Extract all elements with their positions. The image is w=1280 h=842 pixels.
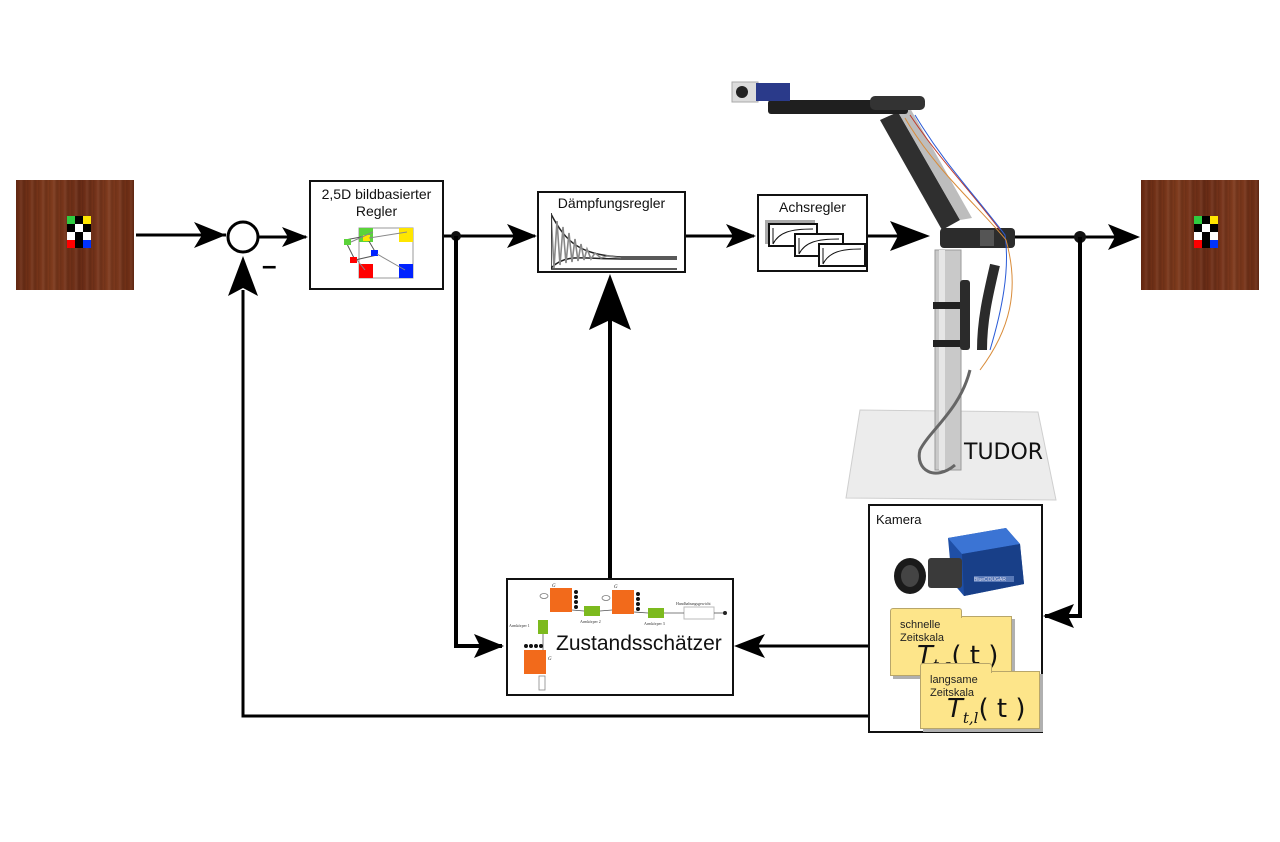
svg-text:G: G	[614, 585, 618, 590]
minus-sign: –	[262, 250, 277, 280]
block-kamera: Kamera BlueCOUGAR schnelle Zeitskala Tt,…	[868, 504, 1043, 733]
robot-name-label: TUDOR	[964, 440, 1044, 465]
feature-mapping-icon	[344, 227, 414, 279]
wire-regler-to-zustand	[454, 236, 502, 648]
model-block-gm1	[550, 588, 572, 612]
block-title: Dämpfungsregler	[557, 195, 666, 211]
robot-upper-arm	[880, 112, 960, 230]
arrowhead	[890, 221, 930, 251]
robot-joint-2	[940, 228, 1015, 248]
arrowhead	[194, 222, 226, 248]
model-block-gm3	[524, 650, 546, 674]
folder-label-line1: schnelle	[900, 619, 941, 631]
arm-body-1	[538, 620, 548, 634]
camera-photo: BlueCOUGAR	[894, 528, 1024, 596]
input-image	[16, 180, 134, 290]
arrowhead	[474, 634, 504, 658]
robot-tudor-photo	[731, 81, 1057, 501]
marker-checkerboard	[1194, 216, 1218, 248]
arrowhead	[1108, 224, 1140, 250]
model-subsystems-icon: G G G Armkörper 1 Armkörper 2 Armkörper …	[509, 584, 727, 691]
block-achsregler: Achsregler	[757, 194, 868, 272]
block-title: Achsregler	[779, 199, 846, 215]
wire-kamera-to-sum	[241, 290, 868, 718]
damped-oscillation-icon	[551, 213, 677, 270]
marker-checkerboard	[67, 216, 91, 248]
block-title: 2,5D bildbasierter Regler	[321, 186, 432, 219]
arrowhead	[1043, 604, 1074, 628]
svg-text:Armkörper 2: Armkörper 2	[580, 619, 601, 624]
robot-column	[934, 249, 962, 471]
folder-slow-timescale: langsame Zeitskala Tt,l( t )	[920, 663, 1040, 729]
block-daempfungsregler: Dämpfungsregler	[537, 191, 686, 273]
svg-text:Armkörper 1: Armkörper 1	[509, 623, 530, 628]
svg-text:Handhabungsgewicht: Handhabungsgewicht	[676, 601, 712, 606]
step-response-icon	[765, 220, 866, 267]
summing-junction	[226, 220, 260, 254]
folder-label-line2: Zeitskala	[930, 687, 975, 699]
camera-brand: BlueCOUGAR	[974, 577, 1006, 583]
block-title: Zustandsschätzer	[556, 632, 722, 655]
folder-label-line1: langsame	[930, 674, 978, 686]
arm-body-3	[648, 608, 664, 618]
arrowhead	[726, 224, 756, 248]
block-bildbasierter-regler: 2,5D bildbasierter Regler	[309, 180, 444, 290]
folder-label-line2: Zeitskala	[900, 632, 945, 644]
block-zustandsschaetzer: G G G Armkörper 1 Armkörper 2 Armkörper …	[506, 578, 734, 696]
model-block-gm2	[612, 590, 634, 614]
handling-weight	[683, 606, 715, 620]
arrowhead	[282, 227, 308, 247]
svg-text:G: G	[548, 657, 552, 662]
svg-text:Armkörper 3: Armkörper 3	[644, 621, 665, 626]
arrowhead	[507, 224, 537, 248]
svg-text:G: G	[552, 584, 556, 589]
arrowhead	[228, 256, 258, 296]
formula-t-slow: Tt,l( t )	[947, 694, 1026, 728]
arrowhead	[734, 634, 765, 658]
block-title: Kamera	[876, 512, 922, 527]
output-image	[1141, 180, 1259, 290]
arm-body-2	[584, 606, 600, 616]
arrowhead	[589, 274, 631, 330]
